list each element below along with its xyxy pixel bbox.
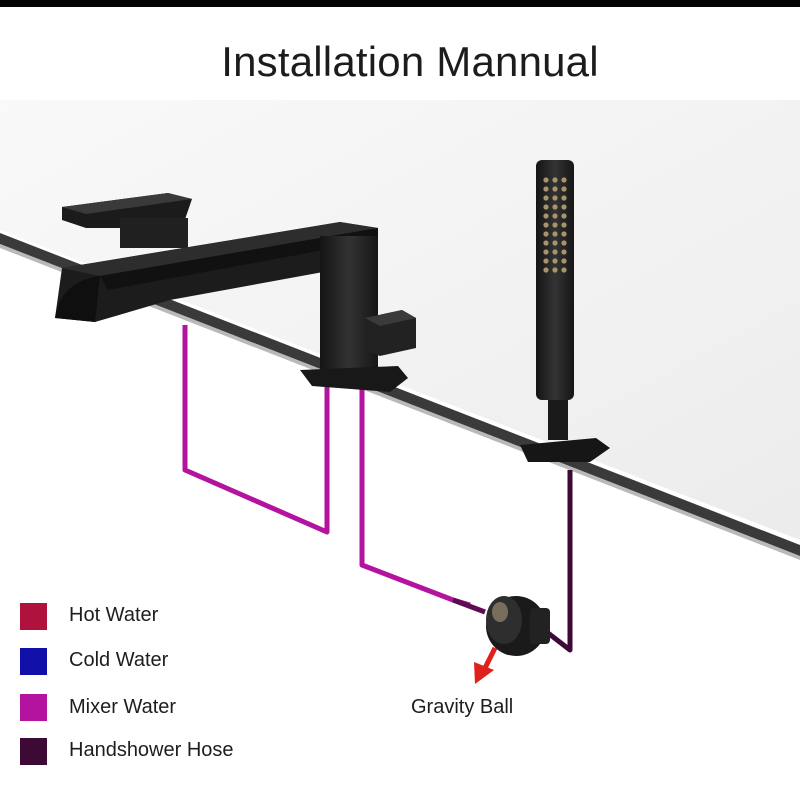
nozzle-dot	[543, 267, 549, 273]
nozzle-dot	[543, 204, 549, 210]
page-title: Installation Mannual	[221, 38, 599, 85]
nozzle-dot	[552, 240, 558, 246]
nozzle-dot	[543, 222, 549, 228]
handshower-hose-pipe	[546, 470, 573, 653]
nozzle-dot	[552, 204, 558, 210]
nozzle-dot	[552, 267, 558, 273]
legend-label-mixer-water: Mixer Water	[69, 696, 177, 718]
nozzle-dot	[561, 186, 567, 192]
legend-swatch-hot-water	[20, 603, 47, 630]
nozzle-dot	[561, 258, 567, 264]
faucet-lever	[62, 193, 192, 248]
nozzle-dot	[543, 258, 549, 264]
nozzle-dot	[552, 222, 558, 228]
gravity-ball-label: Gravity Ball	[411, 696, 514, 718]
nozzle-dot	[543, 186, 549, 192]
nozzle-dot	[543, 177, 549, 183]
nozzle-dot	[552, 186, 558, 192]
nozzle-dot	[543, 249, 549, 255]
nozzle-dot	[552, 177, 558, 183]
nozzle-dot	[561, 240, 567, 246]
nozzle-dot	[561, 195, 567, 201]
mixer-water-pipe	[182, 325, 486, 615]
handshower	[520, 160, 610, 462]
nozzle-dot	[561, 249, 567, 255]
gravity-ball	[486, 596, 550, 656]
nozzle-dot	[543, 213, 549, 219]
nozzle-dot	[552, 231, 558, 237]
legend-swatch-mixer-water	[20, 694, 47, 721]
nozzle-dot	[552, 249, 558, 255]
legend-label-hot-water: Hot Water	[69, 604, 159, 626]
handshower-nozzles	[543, 177, 567, 273]
nozzle-dot	[561, 231, 567, 237]
nozzle-dot	[552, 213, 558, 219]
nozzle-dot	[561, 222, 567, 228]
nozzle-dot	[552, 258, 558, 264]
nozzle-dot	[561, 213, 567, 219]
faucet-riser	[300, 236, 416, 392]
nozzle-dot	[543, 195, 549, 201]
legend-swatch-cold-water	[20, 648, 47, 675]
nozzle-dot	[561, 267, 567, 273]
legend-label-handshower-hose: Handshower Hose	[69, 739, 234, 761]
nozzle-dot	[543, 240, 549, 246]
legend-swatch-handshower-hose	[20, 738, 47, 765]
gravity-ball-arrow	[474, 646, 498, 684]
nozzle-dot	[552, 195, 558, 201]
nozzle-dot	[561, 177, 567, 183]
nozzle-dot	[561, 204, 567, 210]
legend-label-cold-water: Cold Water	[69, 649, 169, 671]
top-border-bar	[0, 0, 800, 7]
faucet-spout	[55, 222, 378, 322]
nozzle-dot	[543, 231, 549, 237]
